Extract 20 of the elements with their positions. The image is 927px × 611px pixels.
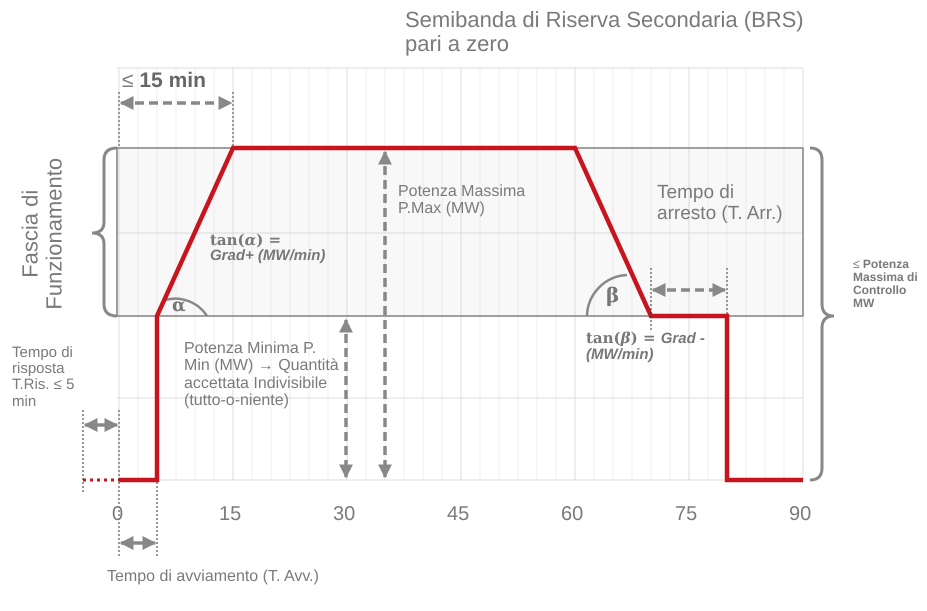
annotation-text: Tempo di arresto (T. Arr.) (657, 183, 784, 224)
band-label: Fascia di Funzionamento (18, 156, 66, 312)
time-limit-label: ≤ 15 min (122, 70, 206, 93)
axis-tick-label: 75 (675, 504, 698, 526)
annotation-text: Tempo di risposta T.Ris. ≤ 5 min (12, 345, 76, 410)
axis-tick-label: 45 (447, 504, 470, 526)
chart-title: Semibanda di Riserva Secondaria (BRS) pari a zero (405, 8, 805, 56)
formula-text: tan(β) = Grad - (MW/min) (586, 330, 706, 364)
angle-symbol: α (172, 296, 186, 316)
annotation-text: Potenza Massima P.Max (MW) (398, 183, 526, 218)
annotation-text: ≤ Potenza Massima di Controllo MW (853, 258, 919, 310)
axis-tick-label: 0 (112, 504, 124, 526)
formula-text: tan(α) = Grad+ (MW/min) (210, 232, 326, 264)
axis-tick-label: 15 (219, 504, 242, 526)
annotation-text: Potenza Minima P. Min (MW) → Quantità accettata Indivisibile (tutto-o-niente) (184, 340, 340, 410)
axis-tick-label: 60 (561, 504, 584, 526)
angle-symbol: β (606, 285, 620, 307)
annotation-text: Tempo di avviamento (T. Avv.) (107, 568, 320, 586)
axis-tick-label: 30 (333, 504, 356, 526)
axis-tick-label: 90 (789, 504, 812, 526)
